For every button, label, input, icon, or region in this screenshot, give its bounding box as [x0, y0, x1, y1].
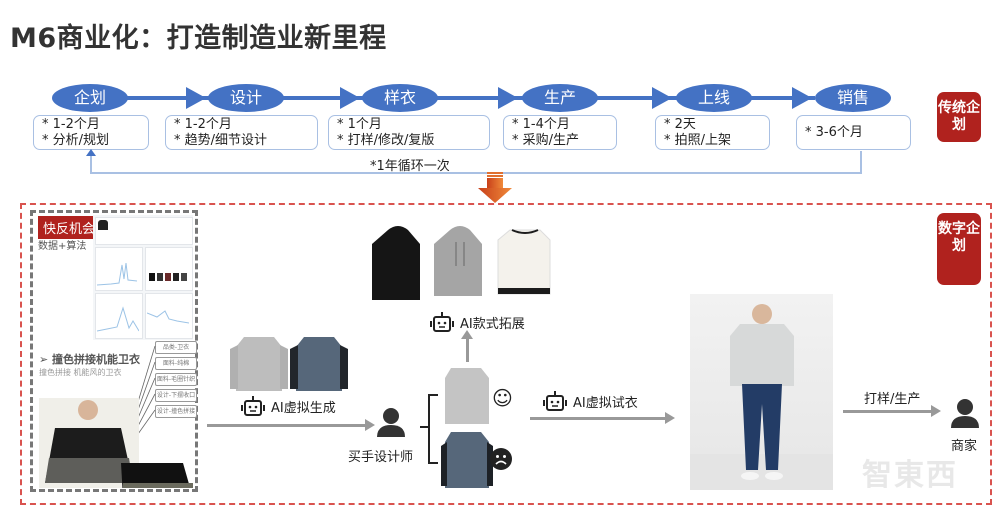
robot-icon: [543, 391, 567, 411]
product-subtitle: 撞色拼接 机能风的卫衣: [39, 368, 122, 377]
choice-bracket: [428, 394, 438, 464]
ai-tryon-label: AI虚拟试衣: [543, 391, 638, 411]
up-arrow-icon: [461, 330, 473, 362]
digital-planning-tag: 数字企划: [937, 213, 981, 285]
candidate-sweaters-image: [441, 368, 493, 488]
stage-launch: 上线: [676, 84, 752, 112]
ai-tryon-text: AI虚拟试衣: [573, 395, 638, 411]
dashboard-thumbnail: [93, 215, 193, 340]
attribute-callout: 品类-卫衣: [155, 341, 197, 354]
info-line: * 1个月: [337, 117, 382, 132]
flow-arrow-icon: [652, 87, 672, 109]
info-line: * 1-2个月: [42, 117, 100, 132]
quick-response-badge: 快反机会: [38, 216, 101, 239]
info-line: * 3-6个月: [805, 125, 863, 140]
flow-arrow-icon: [498, 87, 518, 109]
person-icon: [377, 408, 405, 437]
robot-icon: [241, 396, 265, 416]
flow-arrow-icon: [792, 87, 812, 109]
production-label: 打样/生产: [864, 392, 921, 407]
stage-info-design: * 1-2个月 * 趋势/细节设计: [165, 115, 318, 150]
stage-production: 生产: [522, 84, 598, 112]
buyer-designer-label: 买手设计师: [348, 450, 414, 465]
flow-arrow-icon: [530, 412, 675, 424]
stage-info-sample: * 1个月 * 打样/修改/复版: [328, 115, 490, 150]
page-title: M6商业化：打造制造业新里程: [10, 23, 387, 54]
stage-sales: 销售: [815, 84, 891, 112]
loop-arrow-icon: [86, 149, 96, 156]
info-line: * 分析/规划: [42, 133, 110, 148]
flow-connector: [95, 96, 815, 100]
smile-icon: ☺: [492, 386, 513, 410]
down-arrow-icon: [478, 172, 512, 203]
ai-generate-text: AI虚拟生成: [271, 400, 336, 416]
flow-arrow-icon: [207, 419, 375, 431]
merchant-label: 商家: [951, 439, 978, 454]
ai-generate-label: AI虚拟生成: [241, 396, 336, 416]
stage-plan: 企划: [52, 84, 128, 112]
loop-note: *1年循环一次: [370, 159, 450, 174]
watermark-logo: 智東西: [862, 458, 958, 493]
loop-connector: [90, 172, 862, 174]
flow-arrow-icon: [843, 405, 941, 417]
generated-sweaters-image: [230, 337, 348, 391]
attribute-callout: 设计-下摆收口: [155, 389, 197, 402]
flow-arrow-icon: [340, 87, 360, 109]
info-line: * 拍照/上架: [664, 133, 732, 148]
choice-bracket: [420, 426, 428, 428]
merchant-person-icon: [951, 399, 979, 428]
quick-response-panel: 快反机会 数据+算法 ➢ 撞色拼接机能卫衣 撞色拼接 机能风的卫衣 品类-卫衣 …: [30, 210, 198, 492]
stage-sample: 样衣: [362, 84, 438, 112]
robot-icon: [430, 312, 454, 332]
digital-planning-frame: [20, 203, 992, 505]
model-sweatshirt-image: [39, 345, 193, 488]
stage-info-production: * 1-4个月 * 采购/生产: [503, 115, 617, 150]
loop-connector: [860, 151, 862, 173]
stage-info-sales: * 3-6个月: [796, 115, 911, 150]
loop-connector: [90, 151, 92, 173]
virtual-tryon-photo: [690, 294, 833, 490]
attribute-callout: 面料-毛圈针织: [155, 373, 197, 386]
traditional-planning-tag: 传统企划: [937, 92, 981, 142]
attribute-callout: 面料-纯棉: [155, 357, 197, 370]
info-line: * 打样/修改/复版: [337, 133, 435, 148]
info-line: * 采购/生产: [512, 133, 580, 148]
info-line: * 2天: [664, 117, 696, 132]
flow-arrow-icon: [186, 87, 206, 109]
frown-icon: [490, 448, 512, 470]
expanded-styles-image: [372, 226, 551, 300]
ai-expand-text: AI款式拓展: [460, 316, 525, 332]
stage-design: 设计: [208, 84, 284, 112]
stage-info-plan: * 1-2个月 * 分析/规划: [33, 115, 149, 150]
info-line: * 趋势/细节设计: [174, 133, 268, 148]
ai-expand-label: AI款式拓展: [430, 312, 525, 332]
info-line: * 1-2个月: [174, 117, 232, 132]
product-title: ➢ 撞色拼接机能卫衣: [39, 353, 141, 366]
data-algorithm-label: 数据+算法: [38, 241, 87, 252]
attribute-callout: 设计-撞色拼接: [155, 405, 197, 418]
info-line: * 1-4个月: [512, 117, 570, 132]
stage-info-launch: * 2天 * 拍照/上架: [655, 115, 770, 150]
